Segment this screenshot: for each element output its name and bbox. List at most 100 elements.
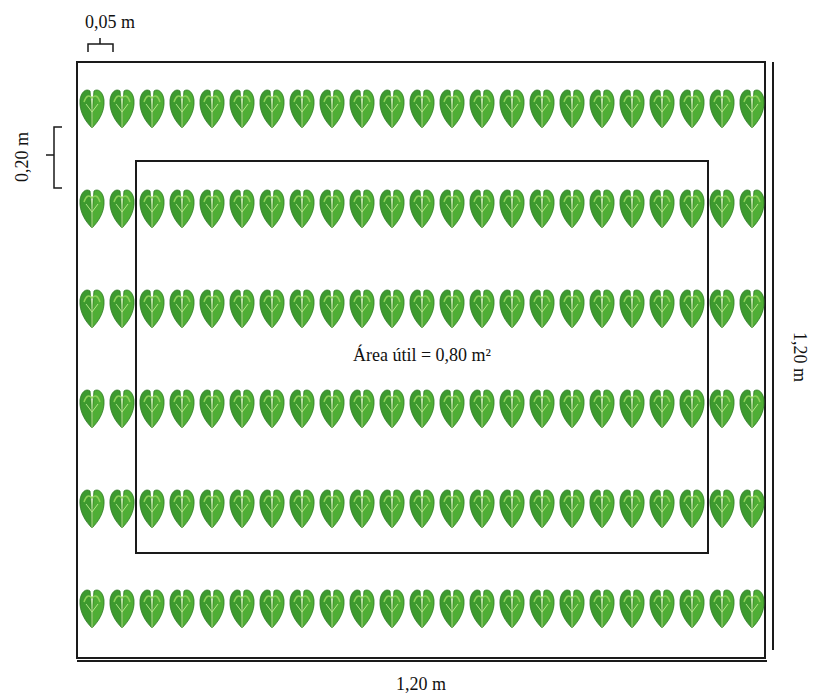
lettuce-plant [500, 390, 524, 428]
lettuce-plant [230, 290, 254, 328]
lettuce-plant [80, 90, 104, 128]
dimension-line [77, 660, 767, 662]
spacing-bracket [88, 38, 113, 52]
spacing-dimension: 0,05 m [85, 13, 135, 31]
lettuce-plant [260, 490, 284, 528]
lettuce-plant [410, 590, 434, 628]
lettuce-plant [560, 490, 584, 528]
lettuce-plant [410, 90, 434, 128]
lettuce-plant [380, 190, 404, 228]
lettuce-plant [320, 590, 344, 628]
lettuce-plant [530, 390, 554, 428]
dimension-line [772, 62, 774, 650]
lettuce-plant [320, 190, 344, 228]
lettuce-plant [380, 290, 404, 328]
lettuce-plant [80, 490, 104, 528]
lettuce-plant [140, 490, 164, 528]
lettuce-plant [260, 590, 284, 628]
lettuce-plant [470, 390, 494, 428]
lettuce-plant [260, 190, 284, 228]
lettuce-plant [140, 290, 164, 328]
lettuce-plant [470, 290, 494, 328]
lettuce-plant [560, 590, 584, 628]
lettuce-plant [110, 290, 134, 328]
lettuce-plant [680, 490, 704, 528]
lettuce-plant [650, 290, 674, 328]
lettuce-plant [740, 490, 764, 528]
lettuce-plant [80, 190, 104, 228]
lettuce-plant [590, 490, 614, 528]
lettuce-plant [290, 290, 314, 328]
lettuce-plant [410, 390, 434, 428]
lettuce-plant [680, 90, 704, 128]
lettuce-plant [560, 290, 584, 328]
lettuce-plant [710, 490, 734, 528]
lettuce-plant [140, 590, 164, 628]
lettuce-plant [590, 190, 614, 228]
lettuce-plant [290, 390, 314, 428]
lettuce-plant [350, 90, 374, 128]
lettuce-plant [740, 190, 764, 228]
lettuce-plant [680, 390, 704, 428]
lettuce-plant [650, 90, 674, 128]
lettuce-plant [650, 190, 674, 228]
lettuce-plant [200, 590, 224, 628]
lettuce-plant [680, 290, 704, 328]
lettuce-plant [530, 490, 554, 528]
lettuce-plant [230, 390, 254, 428]
lettuce-plant [620, 390, 644, 428]
lettuce-plant [710, 190, 734, 228]
lettuce-plant [650, 390, 674, 428]
lettuce-plant [470, 590, 494, 628]
lettuce-plant [440, 390, 464, 428]
lettuce-plant [620, 290, 644, 328]
lettuce-plant [470, 90, 494, 128]
lettuce-plant [290, 90, 314, 128]
lettuce-plant [470, 490, 494, 528]
lettuce-plant [80, 290, 104, 328]
plant-rows [80, 90, 764, 628]
lettuce-plant [500, 190, 524, 228]
lettuce-plant [740, 290, 764, 328]
lettuce-plant [350, 590, 374, 628]
lettuce-plant [80, 590, 104, 628]
lettuce-plant [380, 490, 404, 528]
lettuce-plant [140, 390, 164, 428]
lettuce-plant [260, 290, 284, 328]
lettuce-plant [710, 290, 734, 328]
lettuce-plant [170, 290, 194, 328]
lettuce-plant [590, 290, 614, 328]
lettuce-plant [530, 190, 554, 228]
lettuce-plant [350, 390, 374, 428]
lettuce-plant [170, 590, 194, 628]
lettuce-plant [200, 390, 224, 428]
lettuce-plant [110, 490, 134, 528]
lettuce-plant [530, 290, 554, 328]
plot-width-dimension: 1,20 m [396, 675, 446, 693]
lettuce-plant [230, 90, 254, 128]
lettuce-plant [230, 590, 254, 628]
lettuce-plant [620, 590, 644, 628]
lettuce-plant [140, 90, 164, 128]
lettuce-plant [500, 590, 524, 628]
lettuce-plant [440, 190, 464, 228]
lettuce-plant [500, 290, 524, 328]
lettuce-plant [590, 90, 614, 128]
lettuce-plant [110, 590, 134, 628]
lettuce-plant [500, 90, 524, 128]
lettuce-plant [500, 490, 524, 528]
lettuce-plant [650, 590, 674, 628]
lettuce-plant [560, 390, 584, 428]
lettuce-plant [140, 190, 164, 228]
lettuce-plant [170, 90, 194, 128]
lettuce-plant [200, 290, 224, 328]
lettuce-plant [620, 490, 644, 528]
lettuce-plant [200, 490, 224, 528]
lettuce-plant [530, 590, 554, 628]
lettuce-plant [440, 590, 464, 628]
lettuce-plant [170, 190, 194, 228]
lettuce-plant [710, 590, 734, 628]
lettuce-plant [380, 390, 404, 428]
lettuce-plant [200, 90, 224, 128]
lettuce-plant [740, 90, 764, 128]
